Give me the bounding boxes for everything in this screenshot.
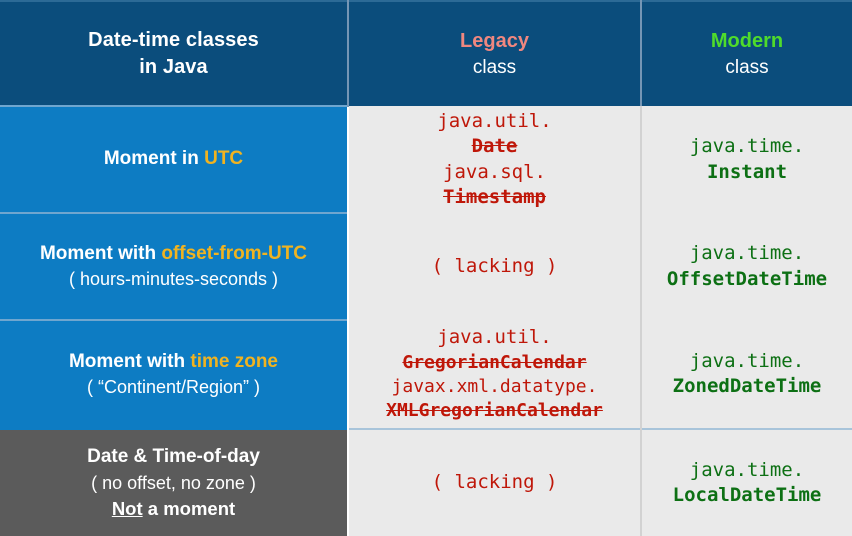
header-cell-legacy: Legacy class bbox=[348, 0, 642, 106]
legacy-package: java.util. bbox=[437, 326, 552, 349]
row-desc-line1: Moment in UTC bbox=[8, 146, 339, 173]
legacy-class-name: XMLGregorianCalendar bbox=[386, 399, 603, 421]
legacy-class-name: Timestamp bbox=[443, 185, 546, 208]
legacy-lacking-label: ( lacking ) bbox=[431, 471, 558, 494]
row-description-cell: Date & Time-of-day ( no offset, no zone … bbox=[0, 428, 349, 536]
modern-class-name: OffsetDateTime bbox=[666, 267, 828, 290]
legacy-class-cell: ( lacking ) bbox=[348, 428, 642, 536]
row-desc-line3: Not a moment bbox=[8, 496, 339, 522]
legacy-package: java.sql. bbox=[443, 160, 546, 183]
legacy-class-name: Date bbox=[471, 135, 518, 158]
modern-package: java.time. bbox=[689, 135, 805, 158]
table-header-row: Date-time classes in Java Legacy class M… bbox=[0, 0, 852, 106]
header-desc-line2: in Java bbox=[139, 55, 208, 78]
row-desc-line3-rest: a moment bbox=[142, 497, 236, 519]
row-desc-line2: ( “Continent/Region” ) bbox=[86, 377, 261, 398]
modern-class-name: LocalDateTime bbox=[672, 484, 822, 506]
header-cell-description: Date-time classes in Java bbox=[0, 0, 349, 106]
table-row: Moment with offset-from-UTC ( hours-minu… bbox=[0, 212, 852, 320]
modern-package: java.time. bbox=[689, 458, 805, 481]
header-legacy-subtitle: class bbox=[472, 56, 517, 78]
modern-class-cell: java.time. ZonedDateTime bbox=[641, 320, 852, 429]
header-desc-line1: Date-time classes bbox=[88, 28, 259, 51]
modern-class-cell: java.time. OffsetDateTime bbox=[641, 213, 852, 320]
modern-class-name: ZonedDateTime bbox=[672, 375, 822, 397]
legacy-class-name: GregorianCalendar bbox=[402, 351, 587, 373]
legacy-package: javax.xml.datatype. bbox=[391, 375, 598, 397]
modern-class-name: Instant bbox=[706, 160, 788, 183]
header-cell-modern: Modern class bbox=[641, 0, 852, 106]
row-desc-text: Moment with bbox=[39, 242, 162, 264]
row-desc-line2: ( hours-minutes-seconds ) bbox=[68, 269, 279, 290]
modern-class-cell: java.time. Instant bbox=[641, 106, 852, 213]
row-desc-highlight: UTC bbox=[204, 148, 244, 170]
table-row: Moment with time zone ( “Continent/Regio… bbox=[0, 319, 852, 429]
modern-package: java.time. bbox=[689, 349, 805, 372]
row-desc-text: Moment with bbox=[68, 350, 191, 372]
modern-class-cell: java.time. LocalDateTime bbox=[641, 428, 852, 536]
row-desc-not-emphasis: Not bbox=[111, 497, 143, 519]
modern-package: java.time. bbox=[689, 242, 805, 265]
table-row: Moment in UTC java.util. Date java.sql. … bbox=[0, 105, 852, 213]
row-description-cell: Moment in UTC bbox=[0, 105, 349, 213]
legacy-class-cell: ( lacking ) bbox=[348, 213, 642, 320]
row-description-cell: Moment with offset-from-UTC ( hours-minu… bbox=[0, 212, 349, 320]
header-modern-title: Modern bbox=[710, 29, 784, 52]
row-desc-highlight: time zone bbox=[190, 350, 278, 372]
table-row: Date & Time-of-day ( no offset, no zone … bbox=[0, 428, 852, 536]
legacy-lacking-label: ( lacking ) bbox=[431, 254, 558, 277]
row-desc-line2: ( no offset, no zone ) bbox=[91, 472, 256, 493]
row-desc-line1: Moment with time zone bbox=[8, 349, 339, 376]
row-desc-line1: Moment with offset-from-UTC bbox=[8, 241, 339, 268]
row-desc-text: Moment in bbox=[103, 148, 205, 170]
header-legacy-title: Legacy bbox=[460, 29, 529, 52]
header-modern-subtitle: class bbox=[725, 56, 769, 78]
legacy-package: java.util. bbox=[437, 109, 552, 132]
row-description-cell: Moment with time zone ( “Continent/Regio… bbox=[0, 319, 349, 429]
legacy-class-cell: java.util. GregorianCalendar javax.xml.d… bbox=[348, 320, 642, 429]
legacy-class-cell: java.util. Date java.sql. Timestamp bbox=[348, 106, 642, 213]
row-desc-highlight: offset-from-UTC bbox=[161, 242, 308, 264]
row-desc-line1: Date & Time-of-day bbox=[87, 446, 260, 468]
